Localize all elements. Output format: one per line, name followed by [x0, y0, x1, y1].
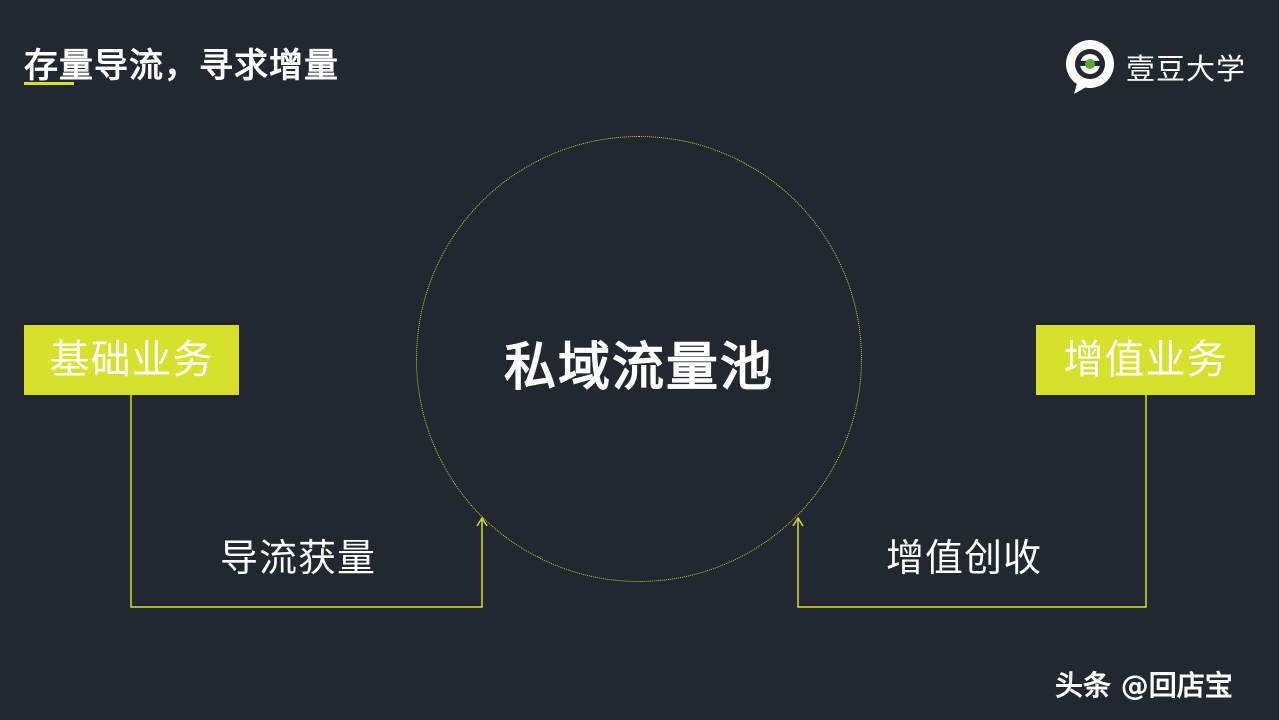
right-arrow-head [792, 516, 804, 527]
logo-text: 壹豆大学 [1126, 52, 1247, 86]
right-flow-label: 增值创收 [886, 536, 1043, 580]
title-underline [24, 82, 74, 85]
logo: 壹豆大学 [1064, 38, 1246, 96]
left-arrow-head [476, 516, 488, 527]
center-label: 私域流量池 [503, 338, 774, 398]
left-flow-label: 导流获量 [220, 536, 377, 580]
left-connector-line [130, 395, 483, 608]
value-added-business-box: 增值业务 [1036, 325, 1255, 395]
watermark: 头条 @回店宝 [1055, 669, 1233, 702]
right-connector-line [797, 395, 1147, 608]
basic-business-box: 基础业务 [24, 325, 239, 395]
e-speech-bubble-icon [1064, 38, 1116, 96]
page-title: 存量导流，寻求增量 [24, 46, 339, 86]
private-traffic-pool-circle [416, 136, 862, 582]
